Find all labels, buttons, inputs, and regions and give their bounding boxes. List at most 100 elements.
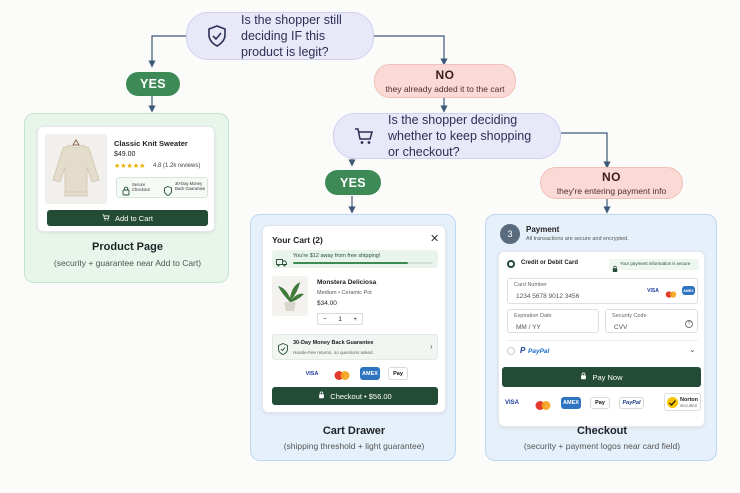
expiration-field[interactable]: Expiration Date MM / YY <box>507 309 599 333</box>
amex-logo: AMEX <box>682 286 695 295</box>
card-number-field[interactable]: Card Number 1234 5678 9012 3456 VISA AME… <box>507 278 698 304</box>
checkout-panel: 3 Payment All transactions are secure an… <box>485 214 717 461</box>
cart-drawer-title: Cart Drawer <box>322 425 386 437</box>
norton-badge: Norton SECURED <box>664 393 701 411</box>
no-badge-2-title: NO <box>602 170 621 184</box>
product-page-title: Product Page <box>92 241 163 253</box>
shield-check-icon <box>278 342 288 360</box>
product-name: Classic Knit Sweater <box>114 139 188 148</box>
shipping-progress-track <box>293 262 433 264</box>
cart-icon <box>352 124 376 148</box>
payment-heading: Payment <box>526 225 560 234</box>
divider <box>507 340 698 341</box>
apple-pay-logo: Pay <box>590 397 610 409</box>
no-badge-2-sub: they're entering payment info <box>556 186 667 196</box>
guarantee-title: 30-Day Money Back Guarantee <box>293 340 374 346</box>
lock-icon <box>612 260 618 278</box>
cvv-field[interactable]: Security Code CVV ? <box>605 309 698 333</box>
card-number-label: Card Number <box>514 282 548 288</box>
cart-header: Your Cart (2) <box>272 235 323 245</box>
cvv-label: Security Code <box>612 313 647 319</box>
lock-icon <box>580 372 587 382</box>
rating-stars: ★★★★★ <box>114 163 146 170</box>
close-icon[interactable]: ✕ <box>430 233 440 245</box>
card-number-value: 1234 5678 9012 3456 <box>516 293 580 300</box>
cart-drawer-subtitle: (shipping threshold + light guarantee) <box>283 441 425 451</box>
cart-item-variant: Medium • Ceramic Pot <box>317 290 372 296</box>
apple-pay-logo: Pay <box>388 367 408 380</box>
product-page-subtitle: (security + guarantee near Add to Cart) <box>53 258 202 268</box>
question-checkout: Is the shopper deciding whether to keep … <box>333 113 561 159</box>
card-radio[interactable] <box>507 260 515 268</box>
shipping-progress-fill <box>293 262 408 264</box>
add-to-cart-label: Add to Cart <box>115 213 153 223</box>
visa-logo: VISA <box>502 397 522 409</box>
step-badge: 3 <box>500 224 520 244</box>
sweater-image <box>45 134 107 204</box>
cart-guarantee[interactable]: 30-Day Money Back Guarantee Hassle-free … <box>272 334 438 360</box>
paypal-icon: P <box>520 346 526 355</box>
payment-sub: All transactions are secure and encrypte… <box>526 236 629 242</box>
lock-icon <box>318 391 325 401</box>
paypal-radio[interactable] <box>507 347 515 355</box>
mastercard-logo <box>332 368 352 380</box>
chevron-right-icon: › <box>430 342 433 351</box>
norton-check-icon <box>667 397 678 408</box>
add-to-cart-button[interactable]: Add to Cart <box>47 210 208 226</box>
cart-icon <box>102 213 110 223</box>
plant-image <box>272 276 308 316</box>
cvv-value: CVV <box>614 324 628 331</box>
qty-minus-button[interactable]: − <box>323 315 327 323</box>
paypal-logo: PayPal <box>619 397 644 409</box>
badge-money-back: 30-Day Money Back Guarantee <box>175 181 206 191</box>
question-checkout-text: Is the shopper deciding whether to keep … <box>388 113 532 159</box>
no-badge-1: NO they already added it to the cart <box>374 64 516 98</box>
checkout-label: Checkout • $56.00 <box>330 391 392 401</box>
yes-badge-1: YES <box>126 72 180 96</box>
qty-value: 1 <box>338 315 342 323</box>
no-badge-2: NO they're entering payment info <box>540 167 683 199</box>
norton-text: Norton <box>680 397 699 403</box>
card-method-label: Credit or Debit Card <box>521 260 579 266</box>
question-legit: Is the shopper still deciding IF this pr… <box>186 12 374 60</box>
product-price: $49.00 <box>114 151 136 158</box>
no-badge-1-sub: they already added it to the cart <box>385 84 505 94</box>
cart-card: Your Cart (2) ✕ You're $12 away from fre… <box>262 225 446 413</box>
pay-now-button[interactable]: Pay Now <box>502 367 701 387</box>
guarantee-sub: Hassle-free returns, no questions asked. <box>293 350 374 355</box>
shipping-text: You're $12 away from free shipping! <box>293 253 381 259</box>
expiration-value: MM / YY <box>516 324 541 331</box>
chevron-down-icon[interactable]: ⌄ <box>689 345 696 354</box>
lock-icon <box>122 183 130 201</box>
paypal-label: PayPal <box>528 348 550 355</box>
payment-card: Credit or Debit Card Your payment inform… <box>498 251 705 427</box>
cart-drawer-panel: Your Cart (2) ✕ You're $12 away from fre… <box>250 214 456 461</box>
shield-check-icon <box>205 24 229 48</box>
amex-logo: AMEX <box>561 397 581 409</box>
checkout-title: Checkout <box>576 425 628 437</box>
cart-item-price: $34.00 <box>317 300 337 307</box>
yes-badge-2: YES <box>325 170 381 195</box>
quantity-stepper[interactable]: − 1 + <box>317 313 363 325</box>
badge-secure-checkout: Secure Checkout <box>132 182 150 192</box>
mastercard-logo <box>664 286 678 304</box>
shield-icon <box>164 183 172 201</box>
shipping-threshold: You're $12 away from free shipping! <box>272 250 438 268</box>
trust-badges: Secure Checkout 30-Day Money Back Guaran… <box>116 177 208 198</box>
qty-plus-button[interactable]: + <box>353 315 357 323</box>
amex-logo: AMEX <box>360 367 380 380</box>
checkout-button[interactable]: Checkout • $56.00 <box>272 387 438 405</box>
secure-note-text: Your payment information is secure <box>620 261 691 266</box>
pay-now-label: Pay Now <box>592 372 623 382</box>
visa-logo: VISA <box>646 286 660 296</box>
expiration-label: Expiration Date <box>514 313 552 319</box>
product-page-panel: Classic Knit Sweater $49.00 ★★★★★ 4.8 (1… <box>24 113 229 283</box>
secure-note <box>609 259 699 270</box>
norton-sub: SECURED <box>680 404 698 408</box>
visa-logo: VISA <box>301 367 323 380</box>
cart-item-name: Monstera Deliciosa <box>317 279 377 286</box>
mastercard-logo <box>533 398 553 416</box>
help-icon[interactable]: ? <box>685 320 693 328</box>
product-card: Classic Knit Sweater $49.00 ★★★★★ 4.8 (1… <box>37 126 215 232</box>
no-badge-1-title: NO <box>435 68 455 82</box>
